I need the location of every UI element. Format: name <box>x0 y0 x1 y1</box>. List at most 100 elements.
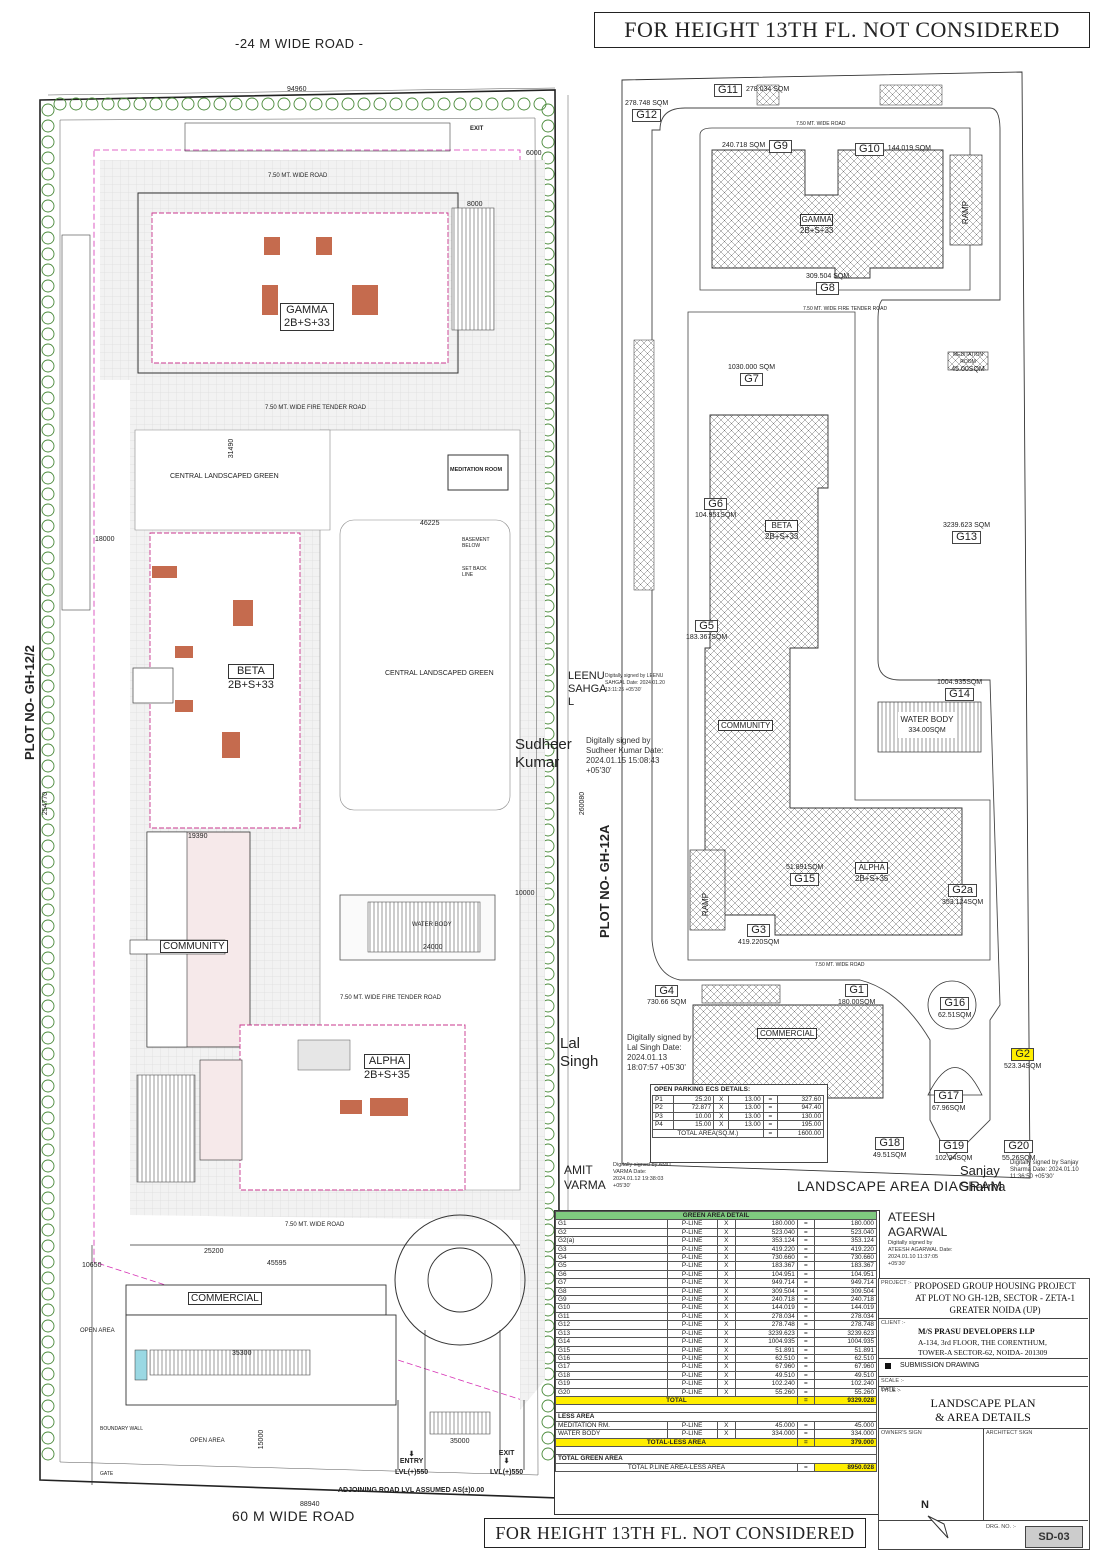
tree-icon <box>485 97 499 111</box>
zone-id: G3 <box>747 924 770 937</box>
green-cell: 55.260 <box>734 1387 798 1397</box>
green-cell: 67.960 <box>813 1362 878 1372</box>
tree-icon <box>541 119 555 133</box>
green-cell: P-LINE <box>666 1261 718 1271</box>
parking-cell: = <box>762 1103 778 1113</box>
parking-total-label: TOTAL AREA(SQ.M.) <box>652 1128 764 1139</box>
green-cell: X <box>716 1362 736 1372</box>
parking-cell: 195.00 <box>776 1120 825 1130</box>
diagram-gamma-floors: 2B+S+33 <box>800 226 834 235</box>
tree-icon <box>41 823 55 837</box>
green-cell: X <box>716 1303 736 1313</box>
exit-text: EXIT <box>498 1450 515 1457</box>
green-cell: 334.000 <box>813 1429 878 1439</box>
tree-icon <box>41 151 55 165</box>
green-cell: 523.040 <box>734 1227 798 1238</box>
zone-id: G4 <box>655 985 678 997</box>
tree-icon <box>41 855 55 869</box>
green-cell: = <box>796 1253 815 1263</box>
sig-lal-text: Digitally signed by Lal Singh Date: 2024… <box>627 1033 692 1072</box>
adjoining-road-label: ADJOINING ROAD LVL ASSUMED AS(±)0.00 <box>338 1487 485 1494</box>
tree-icon <box>41 391 55 405</box>
diagram-meditation-name: MEDITATION ROOM <box>952 352 984 365</box>
parking-cell: = <box>762 1094 778 1105</box>
green-cell: 419.220 <box>734 1244 798 1255</box>
green-cell: = <box>796 1278 815 1288</box>
parking-cell: 15.00 <box>672 1120 715 1130</box>
green-cell: 730.660 <box>734 1253 798 1263</box>
diagram-gamma-label: GAMMA 2B+S+33 <box>800 214 834 236</box>
tb-project-2: AT PLOT NO GH-12B, SECTOR - ZETA-1 <box>914 1293 1076 1303</box>
green-cell: 180.000 <box>813 1219 878 1229</box>
tree-icon <box>41 1143 55 1157</box>
tree-icon <box>41 199 55 213</box>
set-back-label: SET BACK LINE <box>462 566 487 578</box>
green-cell: 1004.935 <box>813 1337 878 1347</box>
parking-table-title: OPEN PARKING ECS DETAILS: <box>654 1086 751 1093</box>
entry-text: ENTRY <box>399 1458 424 1465</box>
green-cell: G4 <box>555 1253 668 1263</box>
green-cell: = <box>796 1370 815 1381</box>
zone-area: 144.019 SQM <box>887 145 931 152</box>
tree-icon <box>41 1047 55 1061</box>
beta-label: BETA 2B+S+33 <box>228 664 274 692</box>
tree-icon <box>41 999 55 1013</box>
green-cell: G13 <box>555 1328 668 1339</box>
tree-icon <box>437 97 451 111</box>
green-cell: 62.510 <box>734 1353 798 1364</box>
green-cell: G20 <box>555 1387 668 1397</box>
tree-icon <box>41 471 55 485</box>
final-total-eq: = <box>796 1462 815 1472</box>
green-cell: P-LINE <box>666 1420 718 1431</box>
bottom-road-label: 60 M WIDE ROAD <box>232 1508 355 1524</box>
green-cell: G2(a) <box>555 1236 668 1246</box>
tb-project-3: GREATER NOIDA (UP) <box>949 1305 1041 1315</box>
green-cell: X <box>716 1370 736 1381</box>
tree-icon <box>41 1335 55 1349</box>
tree-icon <box>41 871 55 885</box>
green-cell: 144.019 <box>813 1303 878 1313</box>
green-cell: = <box>796 1227 815 1238</box>
tree-icon <box>41 215 55 229</box>
less-total-eq: = <box>796 1437 815 1448</box>
tree-icon <box>165 97 179 111</box>
green-cell: 102.240 <box>813 1379 878 1389</box>
green-cell: 180.000 <box>734 1219 798 1229</box>
zone-id: G20 <box>1004 1140 1034 1153</box>
entry-lvl: LVL(+)550 <box>395 1469 429 1476</box>
green-cell: X <box>716 1295 736 1305</box>
sig-amit-name: AMIT VARMA <box>564 1163 606 1192</box>
green-cell: P-LINE <box>666 1253 718 1263</box>
alpha-label: ALPHA 2B+S+35 <box>364 1054 410 1082</box>
parking-cell: P1 <box>652 1094 674 1105</box>
zone-area: 1030.000 SQM <box>728 364 776 371</box>
meditation-room-plan <box>447 454 509 491</box>
zone-area: 353.124SQM <box>942 899 984 906</box>
tree-icon <box>41 1303 55 1317</box>
tree-icon <box>501 97 515 111</box>
zone-area: 240.718 SQM <box>722 142 766 149</box>
sig-amit-text: Digitally signed by AMIT VARMA Date: 202… <box>613 1162 672 1189</box>
tree-icon <box>541 151 555 165</box>
green-cell: MEDITATION RM. <box>555 1420 668 1431</box>
sig-sudheer-name: Sudheer Kumar <box>515 736 572 771</box>
sig-lal-name: Lal Singh <box>560 1035 599 1070</box>
zone-id: G8 <box>816 282 839 295</box>
green-cell: = <box>796 1244 815 1255</box>
green-cell: P-LINE <box>666 1320 718 1330</box>
green-cell: = <box>796 1295 815 1305</box>
green-cell: 309.504 <box>734 1286 798 1297</box>
tree-icon <box>389 97 403 111</box>
tree-icon <box>41 183 55 197</box>
